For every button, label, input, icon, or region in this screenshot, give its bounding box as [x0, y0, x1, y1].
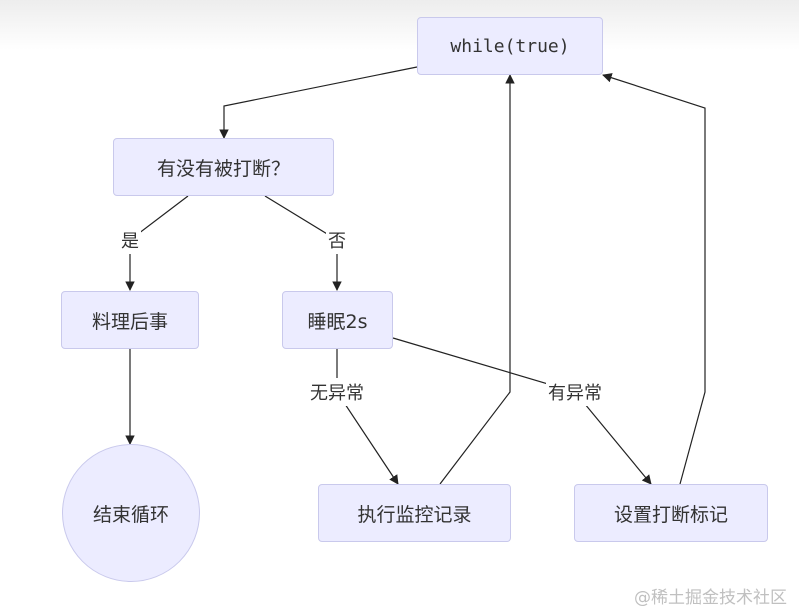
node-end-loop-label: 结束循环	[92, 503, 169, 526]
edge-sleep-to-monitor	[336, 349, 399, 485]
node-sleep-label: 睡眠2s	[307, 310, 368, 333]
node-sleep: 睡眠2s	[282, 291, 393, 349]
edge-label-yes: 是	[119, 226, 141, 254]
node-execute-monitor: 执行监控记录	[318, 484, 511, 542]
node-execute-monitor-label: 执行监控记录	[357, 503, 472, 526]
node-set-interrupt-flag: 设置打断标记	[574, 484, 768, 542]
node-while-true-label: while(true)	[450, 35, 570, 57]
node-is-interrupted: 有没有被打断？	[113, 138, 334, 196]
node-while-true: while(true)	[417, 17, 603, 75]
edge-while-to-question	[219, 66, 418, 139]
edge-label-no: 否	[326, 226, 348, 254]
node-handle-aftermath-label: 料理后事	[91, 310, 168, 333]
node-handle-aftermath: 料理后事	[61, 291, 199, 349]
node-set-interrupt-flag-label: 设置打断标记	[613, 503, 728, 526]
edge-flag-to-while	[602, 73, 706, 485]
node-end-loop: 结束循环	[62, 444, 200, 582]
top-band	[0, 0, 799, 50]
edge-label-has-exception: 有异常	[546, 378, 604, 406]
edge-label-no-exception: 无异常	[308, 378, 366, 406]
edge-monitor-to-while	[439, 74, 515, 485]
edge-sleep-to-flag	[392, 337, 652, 485]
watermark: @稀土掘金技术社区	[634, 588, 787, 608]
node-is-interrupted-label: 有没有被打断？	[156, 157, 290, 180]
